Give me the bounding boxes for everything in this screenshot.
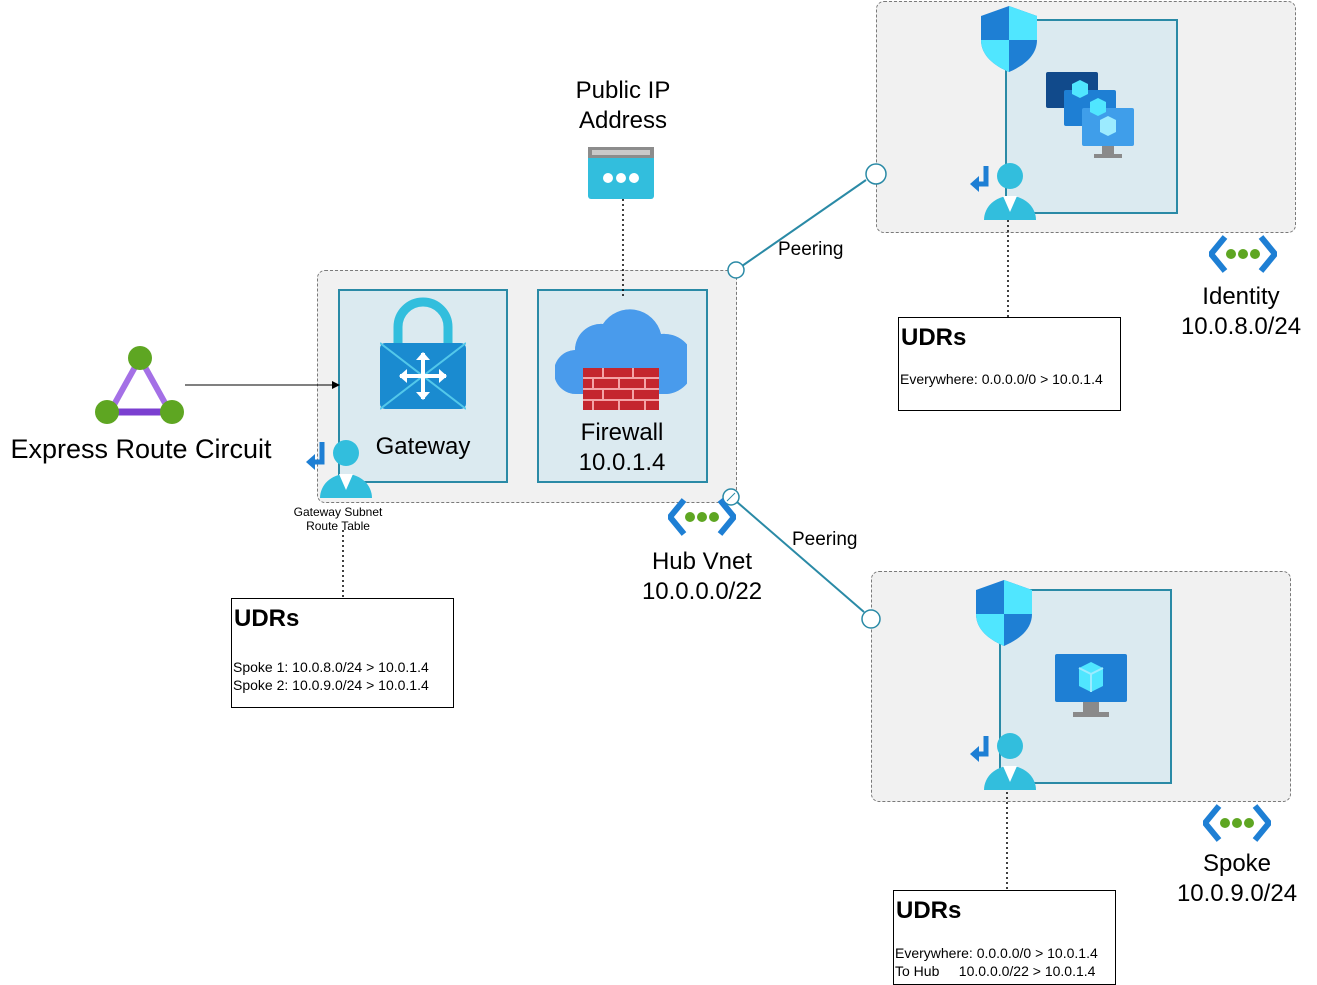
spoke-route-table-icon: [970, 733, 1036, 790]
identity-cidr: 10.0.8.0/24: [1180, 313, 1302, 340]
peering-label-top: Peering: [778, 239, 844, 260]
express-route-icon: [95, 346, 184, 424]
udr-title: UDRs: [901, 324, 967, 351]
gateway-label: Gateway: [375, 433, 471, 460]
peering-endpoint-identity: [865, 163, 887, 185]
spoke-vnet-icon: [1203, 804, 1271, 842]
spoke-name: Spoke: [1202, 850, 1272, 877]
public-ip-icon: [588, 147, 654, 199]
identity-name: Identity: [1202, 283, 1280, 310]
vpn-gateway-icon: [380, 297, 466, 410]
route-table-label-line1: Gateway Subnet: [293, 505, 383, 519]
firewall-name-label: Firewall: [580, 419, 664, 446]
public-ip-label-line1: Public IP: [575, 77, 671, 104]
udr-title: UDRs: [234, 605, 300, 632]
firewall-icon: [555, 309, 687, 410]
peering-label-bottom: Peering: [792, 529, 858, 550]
peering-line-spoke: [736, 501, 865, 613]
udr-box-identity: UDRs Everywhere: 0.0.0.0/0 > 10.0.1.4: [898, 317, 1121, 411]
public-ip-label-line2: Address: [578, 107, 668, 134]
spoke-nsg-shield-icon: [976, 580, 1032, 646]
udr-row: Spoke 1: 10.0.8.0/24 > 10.0.1.4: [233, 659, 429, 675]
route-table-icon: [306, 440, 372, 498]
peering-line-identity: [741, 179, 867, 267]
peering-endpoint-hub-top: [727, 261, 745, 279]
udr-row: Everywhere: 0.0.0.0/0 > 10.0.1.4: [895, 945, 1098, 961]
udr-row: To Hub 10.0.0.0/22 > 10.0.1.4: [895, 963, 1096, 979]
identity-route-table-icon: [970, 163, 1036, 220]
hub-vnet-icon: [668, 498, 736, 536]
udr-box-spoke: UDRs Everywhere: 0.0.0.0/0 > 10.0.1.4 To…: [893, 890, 1116, 985]
vm-scale-set-icon: [1046, 72, 1134, 158]
udr-title: UDRs: [896, 897, 962, 924]
nsg-shield-icon: [981, 6, 1037, 72]
udr-box-gateway: UDRs Spoke 1: 10.0.8.0/24 > 10.0.1.4 Spo…: [231, 598, 454, 708]
hub-vnet-cidr: 10.0.0.0/22: [641, 578, 763, 605]
hub-vnet-name: Hub Vnet: [651, 548, 753, 575]
identity-vnet-icon: [1209, 235, 1277, 273]
firewall-ip-label: 10.0.1.4: [578, 449, 666, 476]
virtual-machine-icon: [1055, 654, 1127, 717]
spoke-cidr: 10.0.9.0/24: [1176, 880, 1298, 907]
udr-row: Everywhere: 0.0.0.0/0 > 10.0.1.4: [900, 371, 1103, 387]
peering-endpoint-spoke: [861, 609, 881, 629]
udr-row: Spoke 2: 10.0.9.0/24 > 10.0.1.4: [233, 677, 429, 693]
route-table-label-line2: Route Table: [306, 519, 370, 533]
circuit-label: Express Route Circuit: [10, 434, 272, 464]
